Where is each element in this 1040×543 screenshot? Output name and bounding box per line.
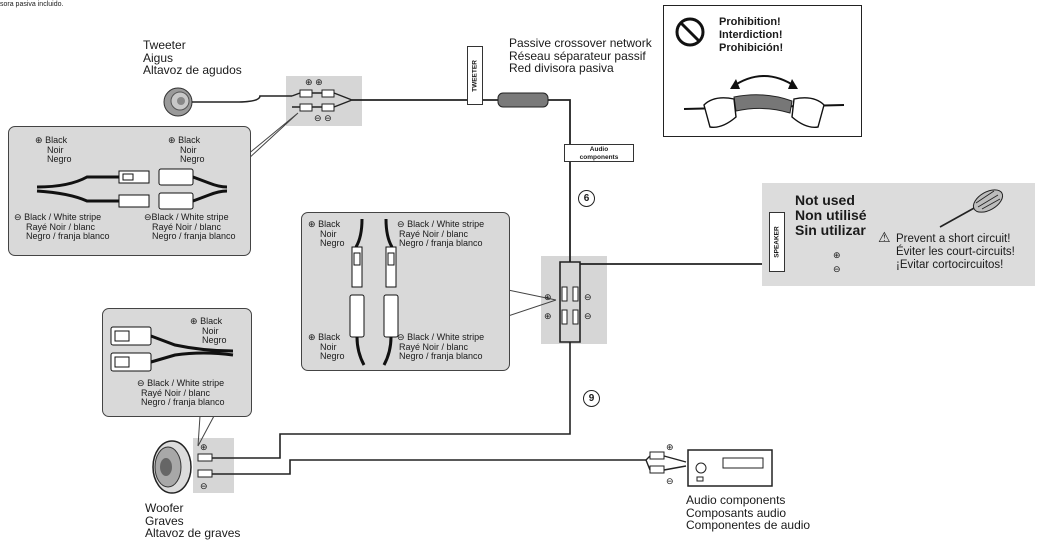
tweeter-speaker [163,87,193,117]
top-fragment-text: sora pasiva incluido. [0,1,64,8]
center-box-black-bottom: ⊕ Black Noir Negro [308,332,345,362]
tweeter-label-fr: Aigus [143,50,174,65]
woofer-box-stripe: ⊖ Black / White stripe Rayé Noir / blanc… [137,378,225,408]
tweeter-wiring-box: ⊕ Black Noir Negro ⊕ Black Noir Negro ⊖ … [8,126,251,256]
audio-unit [687,449,773,487]
speaker-minus: ⊖ [833,264,841,274]
audio-components-label: Audio components Composants audio Compon… [686,493,811,532]
center-symbols-top-right: ⊖ [584,292,592,302]
center-wiring-box: ⊕ Black Noir Negro ⊖ Black / White strip… [301,212,510,371]
tweeter-box-stripe-right: ⊖Black / White stripe Rayé Noir / blanc … [144,212,236,242]
fuse-illustration [939,189,1004,228]
tweeter-box-black-right: ⊕ Black Noir Negro [168,135,205,165]
marker-6: 6 [578,190,595,207]
audio-minus: ⊖ [666,476,674,486]
center-box-black-top: ⊕ Black Noir Negro [308,219,345,249]
crossover-body [497,92,549,108]
woofer-box-connectors [110,326,234,372]
tweeter-tag: TWEETER [467,46,483,105]
tweeter-box-stripe-left: ⊖ Black / White stripe Rayé Noir / blanc… [14,212,110,242]
prohibition-en: Prohibition! [719,16,781,28]
center-symbols-top: ⊕ [544,292,552,302]
tweeter-box-black-left: ⊕ Black Noir Negro [35,135,72,165]
audio-connectors [645,451,687,474]
center-connectors [559,261,581,343]
marker-9: 9 [583,390,600,407]
crossover-label: Passive crossover network Réseau séparat… [509,36,652,75]
tweeter-label: Tweeter Aigus Altavoz de agudos [143,39,242,77]
tweeter-box-connectors [36,168,228,210]
audio-plus: ⊕ [666,442,674,452]
woofer-label: Woofer Graves Altavoz de graves [145,501,241,540]
woofer-plus: ⊕ [200,442,208,452]
center-box-stripe-bottom: ⊖ Black / White stripe Rayé Noir / blanc… [397,332,485,362]
woofer-connector-area [193,438,234,493]
bending-hands-illustration [683,75,845,128]
woofer-wiring-box: ⊕ Black Noir Negro ⊖ Black / White strip… [102,308,252,417]
audio-components-tag: Audio components [564,144,634,162]
warning-icon: ⚠ [878,229,891,245]
center-box-connectors [349,218,399,366]
prohibition-fr: Interdiction! [719,29,783,41]
woofer-speaker [152,440,192,494]
center-symbols-bottom: ⊕ [544,311,552,321]
tweeter-plus-signs: ⊕ ⊕ [305,77,323,87]
speaker-plus: ⊕ [833,250,841,260]
tweeter-label-en: Tweeter [143,38,186,52]
not-used-label: Not used Non utilisé Sin utilizar [795,192,867,238]
center-box-stripe-top: ⊖ Black / White stripe Rayé Noir / blanc… [397,219,485,249]
speaker-tag: SPEAKER [769,212,785,272]
short-circuit-label: Prevent a short circuit! Éviter les cour… [896,233,1015,271]
tweeter-minus-signs: ⊖ ⊖ [314,113,332,123]
prohibition-icon [675,17,705,47]
prohibition-es: Prohibición! [719,42,784,54]
woofer-minus: ⊖ [200,481,208,491]
center-symbols-bottom-right: ⊖ [584,311,592,321]
prohibition-box: Prohibition! Interdiction! Prohibición! [663,5,862,137]
woofer-box-black: ⊕ Black Noir Negro [190,316,227,346]
tweeter-label-es: Altavoz de agudos [143,63,242,77]
tweeter-connectors [291,89,353,112]
